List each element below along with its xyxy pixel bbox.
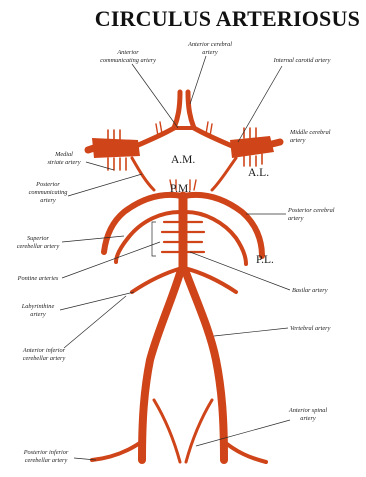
- label-anterior-communicating-2: communicating artery: [100, 57, 156, 64]
- leader-basilar: [190, 252, 290, 290]
- label-anterior-spinal-2: artery: [300, 415, 316, 422]
- label-anterior-cerebral-2: artery: [202, 49, 218, 56]
- diagram-title: CIRCULUS ARTERIOSUS: [95, 6, 360, 31]
- label-superior-cerebellar-2: cerebellar artery: [17, 243, 60, 250]
- code-al: A.L.: [248, 167, 269, 179]
- label-posterior-cerebral-1: Posterior cerebral: [287, 207, 335, 214]
- label-posterior-inferior-cerebellar-1: Posterior inferior: [23, 449, 69, 456]
- vertebral-artery-right: [185, 270, 224, 460]
- internal-carotid-artery-right: [230, 136, 274, 158]
- anterior-cerebral-artery-right: [188, 92, 194, 128]
- code-pl: P.L.: [256, 254, 274, 266]
- anterior-cerebral-a1-right: [194, 128, 232, 146]
- label-labyrinthine-1: Labyrinthine: [21, 303, 55, 310]
- label-labyrinthine-2: artery: [30, 311, 46, 318]
- leader-medial-striate: [86, 162, 114, 170]
- vertebral-artery-left: [142, 270, 181, 460]
- leader-pontine: [62, 242, 160, 278]
- posterior-inferior-cerebellar-artery-right: [222, 440, 266, 462]
- label-anterior-communicating-1: Anterior: [116, 49, 139, 56]
- leader-posterior-communicating: [68, 174, 142, 196]
- label-anterior-cerebral-1: Anterior cerebral: [187, 41, 232, 48]
- leader-anterior-inferior-cerebellar: [64, 296, 126, 348]
- superior-cerebellar-artery-right: [186, 212, 246, 264]
- label-middle-cerebral-1: Middle cerebral: [289, 129, 331, 136]
- label-posterior-inferior-cerebellar-2: cerebellar artery: [25, 457, 68, 464]
- label-posterior-communicating-3: artery: [40, 197, 56, 204]
- label-pontine: Pontine arteries: [17, 275, 59, 282]
- middle-cerebral-artery-right: [272, 142, 280, 144]
- label-vertebral: Vertebral artery: [290, 325, 331, 332]
- internal-carotid-artery-left: [92, 138, 140, 158]
- leader-superior-cerebellar: [62, 236, 124, 242]
- posterior-inferior-cerebellar-artery-left: [92, 440, 144, 460]
- middle-cerebral-artery-left: [88, 148, 94, 150]
- artery-tree: [88, 92, 280, 462]
- posterior-communicating-artery-right: [212, 158, 236, 190]
- leader-labyrinthine: [60, 292, 134, 310]
- label-medial-striate-2: striate artery: [47, 159, 80, 166]
- label-anterior-inferior-cerebellar-2: cerebellar artery: [23, 355, 66, 362]
- label-internal-carotid: Internal carotid artery: [273, 57, 331, 64]
- label-posterior-cerebral-2: artery: [288, 215, 304, 222]
- label-middle-cerebral-2: artery: [290, 137, 306, 144]
- code-am: A.M.: [171, 154, 195, 166]
- anterior-spinal-artery: [154, 400, 212, 462]
- bracket-pontine: [152, 222, 156, 256]
- leader-anterior-cerebral: [190, 56, 206, 104]
- anterior-cerebral-a1-left: [136, 128, 174, 146]
- label-posterior-communicating-1: Posterior: [35, 181, 60, 188]
- label-basilar: Basilar artery: [292, 287, 328, 294]
- posterior-communicating-artery-left: [132, 158, 154, 190]
- leader-internal-carotid: [238, 66, 282, 142]
- label-posterior-communicating-2: communicating: [29, 189, 68, 196]
- anterior-cerebral-artery-left: [174, 92, 180, 128]
- leader-anterior-spinal: [196, 420, 290, 446]
- label-anterior-inferior-cerebellar-1: Anterior inferior: [22, 347, 66, 354]
- label-superior-cerebellar-1: Superior: [27, 235, 50, 242]
- label-medial-striate-1: Medial: [54, 151, 73, 158]
- label-anterior-spinal-1: Anterior spinal: [288, 407, 328, 414]
- leader-anterior-communicating: [132, 64, 178, 128]
- leader-vertebral: [214, 328, 288, 336]
- code-pm: P.M.: [170, 183, 191, 195]
